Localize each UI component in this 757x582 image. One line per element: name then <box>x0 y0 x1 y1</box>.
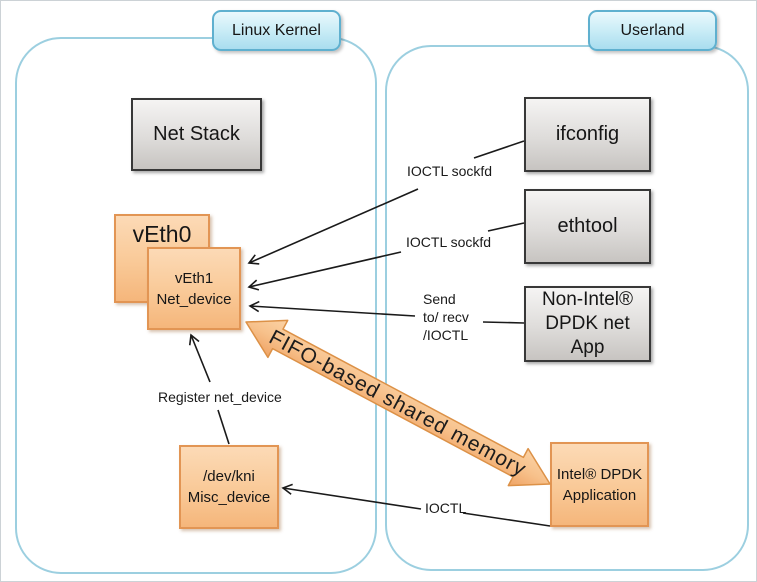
ioctl-kni-label: IOCTL <box>425 500 467 516</box>
ifconfig-label: ifconfig <box>555 123 620 145</box>
non-intel-line-1: Non-Intel® <box>541 289 634 310</box>
linux-kernel-title: Linux Kernel <box>232 21 321 39</box>
non-intel-line-2: DPDK net <box>545 313 630 334</box>
send-recv-line-3: /IOCTL <box>423 327 469 343</box>
net-stack-node: Net Stack <box>131 98 262 171</box>
send-recv-ioctl-label: Send to/ recv /IOCTL <box>423 290 469 344</box>
send-recv-line-1: Send <box>423 291 456 307</box>
ethtool-label: ethtool <box>557 215 618 237</box>
veth1-line-2: Net_device <box>156 290 232 308</box>
dev-kni-line-2: Misc_device <box>187 489 271 506</box>
intel-app-line-2: Application <box>562 486 637 504</box>
linux-kernel-title-chip: Linux Kernel <box>212 10 341 51</box>
send-recv-line-2: to/ recv <box>423 309 469 325</box>
ioctl-sockfd-ethtool-label: IOCTL sockfd <box>406 234 492 250</box>
veth0-label: vEth0 <box>132 221 192 247</box>
userland-title: Userland <box>620 21 685 39</box>
intel-dpdk-app-node: Intel® DPDK Application <box>550 442 649 527</box>
register-net-device-label: Register net_device <box>158 389 282 405</box>
ifconfig-node: ifconfig <box>524 97 651 172</box>
non-intel-dpdk-app-node: Non-Intel® DPDK net App <box>524 286 651 362</box>
veth1-line-1: vEth1 <box>174 269 214 287</box>
non-intel-line-3: App <box>570 337 605 358</box>
ethtool-node: ethtool <box>524 189 651 264</box>
intel-app-line-1: Intel® DPDK <box>556 465 643 483</box>
dev-kni-line-1: /dev/kni <box>203 468 255 485</box>
userland-title-chip: Userland <box>588 10 717 51</box>
veth1-node: vEth1 Net_device <box>147 247 241 330</box>
net-stack-label: Net Stack <box>153 123 240 145</box>
ioctl-sockfd-ifconfig-label: IOCTL sockfd <box>407 163 493 179</box>
dev-kni-node: /dev/kni Misc_device <box>179 445 279 529</box>
